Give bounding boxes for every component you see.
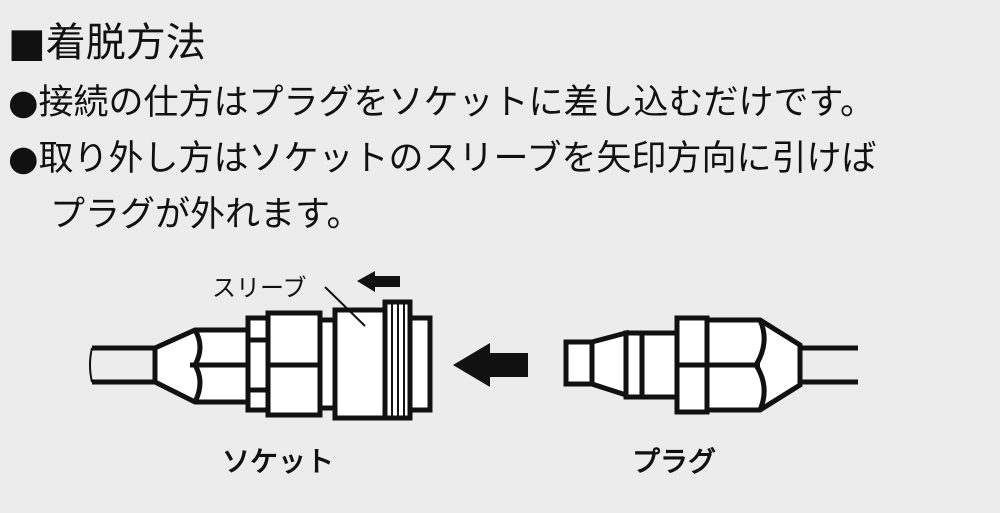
socket-label: ソケット (222, 445, 335, 478)
plug-drawing (563, 315, 858, 415)
instruction-connect: ●接続の仕方はプラグをソケットに差し込むだけです。 (8, 83, 876, 123)
plug-label: プラグ (632, 445, 717, 478)
pull-sleeve-arrow-icon (357, 271, 400, 292)
sleeve-label: スリーブ (212, 274, 307, 302)
section-heading: ■着脱方法 (8, 20, 206, 66)
socket-drawing (89, 286, 433, 421)
instruction-disconnect: ●取り外し方はソケットのスリーブを矢印方向に引けば (8, 139, 877, 179)
insert-arrow-icon (453, 343, 528, 387)
instruction-disconnect-cont: プラグが外れます。 (50, 195, 362, 235)
